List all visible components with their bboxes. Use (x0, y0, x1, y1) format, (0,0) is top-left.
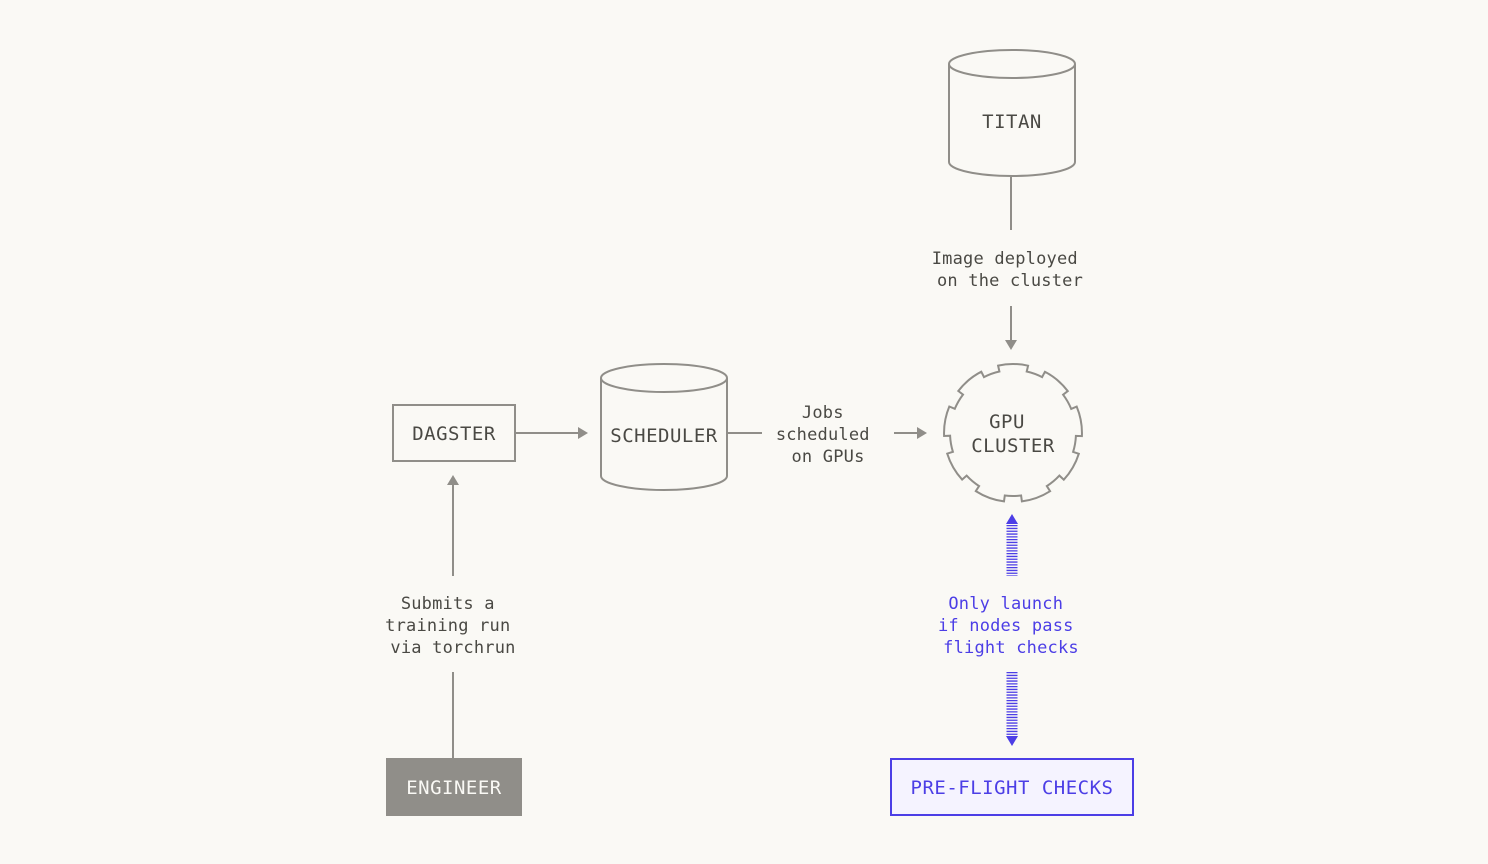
jobs-scheduled-arrowhead (917, 427, 927, 439)
scheduler-label: SCHEDULER (610, 425, 718, 447)
engineer-node: ENGINEER (386, 758, 522, 816)
preflight-arrowhead-up (1006, 514, 1018, 524)
image-deployed-line-2: on the cluster (937, 271, 1083, 291)
preflight-arrowhead-down (1006, 736, 1018, 746)
submits-label: Submits a training run via torchrun (385, 594, 521, 658)
gpu-cluster-node: GPU CLUSTER (943, 363, 1083, 503)
titan-cylinder-body (948, 64, 1076, 177)
dagster-label: DAGSTER (412, 423, 496, 445)
titan-node: TITAN (948, 49, 1076, 177)
gpu-cluster-label: GPU CLUSTER (971, 411, 1055, 457)
jobs-scheduled-line-2: scheduled (776, 425, 870, 445)
jobs-scheduled-line-1: Jobs (802, 403, 844, 423)
preflight-box (890, 758, 1134, 816)
gpu-cluster-label-line-1: GPU (989, 411, 1025, 433)
gpu-cluster-gear-outline (943, 363, 1083, 503)
image-deployed-line-1: Image deployed (932, 249, 1078, 269)
titan-label: TITAN (982, 111, 1042, 133)
submits-line-1: Submits a (401, 594, 495, 614)
image-deployed-label: Image deployed on the cluster (932, 249, 1089, 291)
only-launch-line-3: flight checks (943, 638, 1079, 658)
submits-arrowhead (447, 475, 459, 485)
scheduler-cylinder-top (600, 363, 728, 393)
jobs-scheduled-label: Jobs scheduled on GPUs (776, 403, 880, 467)
gpu-cluster-label-line-2: CLUSTER (971, 435, 1055, 457)
dagster-box (392, 404, 516, 462)
scheduler-cylinder-body (600, 378, 728, 491)
submits-line-2: training run (385, 616, 510, 636)
only-launch-line-1: Only launch (948, 594, 1063, 614)
only-launch-line-2: if nodes pass (938, 616, 1074, 636)
image-deployed-arrowhead (1005, 340, 1017, 350)
titan-cylinder-top (948, 49, 1076, 79)
scheduler-node: SCHEDULER (600, 363, 728, 491)
jobs-scheduled-line-3: on GPUs (791, 447, 864, 467)
preflight-node: PRE-FLIGHT CHECKS (890, 758, 1134, 816)
preflight-label: PRE-FLIGHT CHECKS (911, 777, 1114, 799)
submits-line-3: via torchrun (390, 638, 515, 658)
engineer-label: ENGINEER (406, 777, 502, 799)
dagster-to-scheduler-arrowhead (578, 427, 588, 439)
engineer-box (386, 758, 522, 816)
only-launch-label: Only launch if nodes pass flight checks (938, 594, 1084, 658)
dagster-node: DAGSTER (392, 404, 516, 462)
